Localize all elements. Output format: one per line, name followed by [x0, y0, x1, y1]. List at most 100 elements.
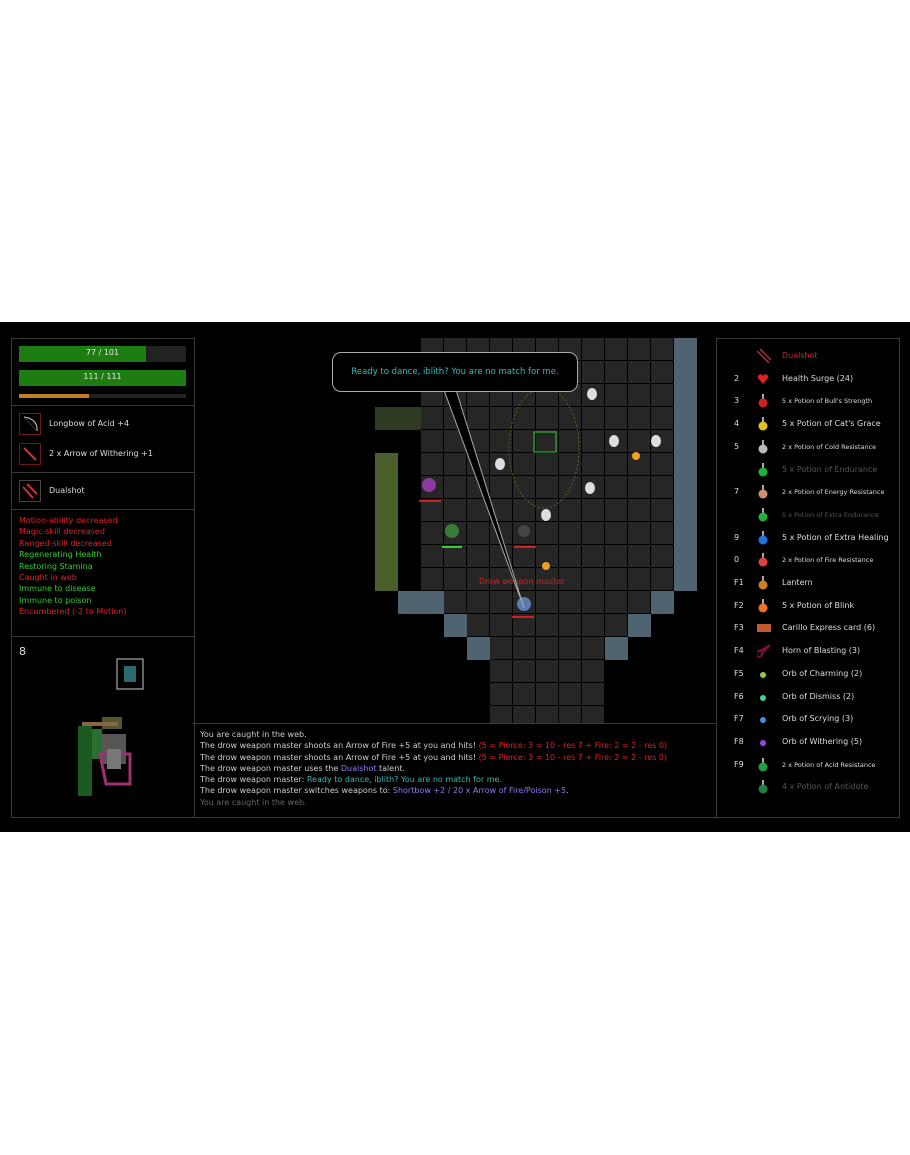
quickbar-item-label: 5 x Potion of Endurance	[782, 464, 878, 474]
quickbar-slot[interactable]: 0 2 x Potion of Fire Resistance	[717, 550, 899, 570]
quickbar-item-label: 5 x Potion of Blink	[782, 600, 855, 610]
hotkey-label: 2	[734, 373, 740, 383]
quickbar-slot[interactable]: Dualshot	[717, 346, 899, 366]
log-segment: .	[566, 786, 569, 796]
quickbar-slot[interactable]: 5 x Potion of Endurance	[717, 460, 899, 480]
dualshot-icon	[22, 483, 38, 499]
speech-bubble: Ready to dance, iblith? You are no match…	[332, 352, 578, 392]
orb-icon	[757, 690, 769, 704]
log-line: You are caught in the web.	[200, 729, 667, 740]
dungeon-map[interactable]: Drow weapon master Ready to dance, iblit…	[194, 338, 716, 723]
log-segment: The drow weapon master shoots an Arrow o…	[200, 741, 479, 751]
quickbar-item-label: Lantern	[782, 578, 813, 587]
hotkey-label: F5	[734, 668, 744, 678]
speech-pointer	[443, 389, 525, 609]
heart-icon	[757, 372, 769, 386]
status-effect: Immune to poison	[19, 595, 92, 605]
log-segment: The drow weapon master switches weapons …	[200, 786, 393, 796]
talent-slot[interactable]	[19, 480, 41, 502]
quickbar-item-label: 5 x Potion of Extra Endurance	[782, 510, 879, 519]
quickbar-item-label: Dualshot	[782, 351, 818, 360]
orb-icon	[757, 735, 769, 749]
experience-bar	[19, 394, 186, 398]
quickbar-item-label: 5 x Potion of Cat's Grace	[782, 419, 881, 429]
dualshot-icon	[756, 348, 772, 364]
potion-icon	[757, 394, 769, 408]
hotkey-label: 4	[734, 419, 740, 429]
game-screen: 77 / 101 111 / 111 Longbow of Acid +4 2 …	[0, 322, 910, 832]
log-segment: (5 = Pierce: 3 = 10 - res 7 + Fire: 2 = …	[478, 752, 668, 762]
quickbar-item-label: Orb of Dismiss (2)	[782, 691, 855, 701]
quickbar-item-label: Health Surge (24)	[782, 373, 854, 383]
quickbar-slot[interactable]: 2 Health Surge (24)	[717, 369, 899, 389]
longbow-icon	[23, 416, 38, 432]
quickbar-item-label: 5 x Potion of Bull's Strength	[782, 397, 873, 406]
arrow-icon	[23, 447, 37, 461]
potion-icon	[757, 462, 769, 477]
log-line: The drow weapon master: Ready to dance, …	[200, 774, 667, 785]
weapon-label: Longbow of Acid +4	[49, 419, 130, 428]
potion-icon	[757, 439, 769, 454]
orb-icon	[757, 712, 769, 726]
ammo-label: 2 x Arrow of Withering +1	[49, 449, 153, 458]
quickbar-item-label: Carillo Express card (6)	[782, 623, 876, 633]
message-log: You are caught in the web.The drow weapo…	[193, 723, 716, 818]
quickbar-item-label: Orb of Scrying (3)	[782, 714, 854, 724]
hotkey-label: 7	[734, 487, 740, 497]
ammo-slot[interactable]	[19, 443, 41, 465]
stamina-bar: 111 / 111	[19, 370, 186, 386]
quickbar-item-label: 2 x Potion of Acid Resistance	[782, 760, 876, 769]
log-line: The drow weapon master shoots an Arrow o…	[200, 740, 667, 751]
potion-icon	[757, 507, 769, 522]
status-effect: Encumbered (-2 to Motion)	[19, 607, 127, 617]
log-segment: (5 = Pierce: 3 = 10 - res 7 + Fire: 2 = …	[478, 741, 668, 751]
log-segment: You are caught in the web.	[200, 730, 307, 739]
quickbar-slot[interactable]: 4 5 x Potion of Cat's Grace	[717, 414, 899, 434]
quickbar-slot[interactable]: F2 5 x Potion of Blink	[717, 596, 899, 616]
log-line: You are caught in the web.	[200, 797, 667, 808]
talent-label: Dualshot	[49, 486, 85, 495]
weapon-slot[interactable]	[19, 413, 41, 435]
log-line: The drow weapon master uses the Dualshot…	[200, 763, 667, 774]
quickbar-slot[interactable]: F6 Orb of Dismiss (2)	[717, 687, 899, 707]
status-effect: Regenerating Health	[19, 550, 102, 560]
status-effect: Magic-skill decreased	[19, 527, 105, 537]
quickbar-item-label: Orb of Withering (5)	[782, 736, 863, 746]
log-line: The drow weapon master shoots an Arrow o…	[200, 752, 667, 763]
quickbar-slot[interactable]: 4 x Potion of Antidote	[717, 777, 899, 797]
hotkey-label: 0	[734, 555, 740, 565]
hotkey-label: F6	[734, 691, 744, 701]
enemy-name-label: Drow weapon master	[479, 577, 565, 586]
stamina-label: 111 / 111	[83, 372, 122, 381]
quickbar-item-label: Orb of Charming (2)	[782, 668, 863, 678]
potion-icon	[757, 485, 769, 499]
potion-icon	[757, 598, 769, 613]
status-effect: Motion-ability decreased	[19, 516, 118, 525]
hotkey-label: 3	[734, 396, 740, 406]
quickbar-item-label: 2 x Potion of Fire Resistance	[782, 556, 874, 565]
log-segment: The drow weapon master shoots an Arrow o…	[200, 752, 479, 762]
potion-icon	[757, 780, 769, 794]
quickbar-item-label: 5 x Potion of Extra Healing	[782, 532, 889, 542]
minimap[interactable]	[52, 654, 162, 814]
quickbar-slot[interactable]: F5 Orb of Charming (2)	[717, 664, 899, 684]
hotkey-label: F4	[734, 646, 744, 656]
health-bar: 77 / 101	[19, 346, 186, 362]
log-segment: The drow weapon master uses the	[200, 763, 341, 773]
quickbar-slot[interactable]: 3 5 x Potion of Bull's Strength	[717, 391, 899, 411]
status-effect: Restoring Stamina	[19, 561, 93, 571]
health-label: 77 / 101	[85, 348, 120, 357]
quickbar-slot[interactable]: 5 x Potion of Extra Endurance	[717, 505, 899, 525]
hotkey-label: F2	[734, 600, 744, 610]
character-panel: 77 / 101 111 / 111 Longbow of Acid +4 2 …	[11, 338, 195, 818]
potion-icon	[757, 417, 769, 431]
